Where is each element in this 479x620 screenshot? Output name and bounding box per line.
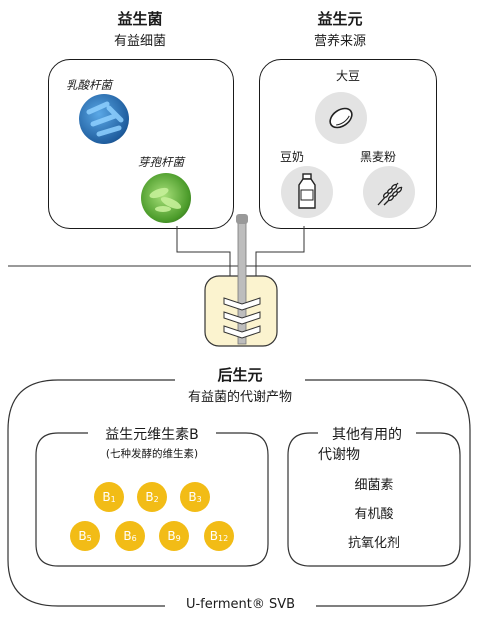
lactobacillus-image bbox=[79, 94, 129, 144]
soybean-label: 大豆 bbox=[335, 69, 360, 83]
probiotics-title: 益生菌 bbox=[117, 10, 163, 28]
rye-flour-label: 黑麦粉 bbox=[359, 150, 396, 164]
lactobacillus-label: 乳酸杆菌 bbox=[66, 78, 112, 92]
prebiotics-title: 益生元 bbox=[317, 10, 363, 28]
other-box-title-line1: 其他有用的 bbox=[332, 427, 402, 443]
probiotics-subtitle: 有益细菌 bbox=[113, 34, 166, 49]
soymilk-label: 豆奶 bbox=[279, 150, 304, 164]
soymilk-bottle-icon bbox=[281, 166, 333, 218]
other-metabolites-list: 细菌素 有机酸 抗氧化剂 bbox=[288, 470, 460, 570]
other-box-title-line2: 代谢物 bbox=[318, 447, 360, 463]
postbiotics-subtitle: 有益菌的代谢产物 bbox=[187, 390, 292, 405]
list-item: 有机酸 bbox=[354, 507, 394, 522]
list-item: 细菌素 bbox=[354, 478, 394, 493]
list-item: 抗氧化剂 bbox=[347, 536, 400, 551]
brand-label: U-ferment® SVB bbox=[185, 597, 296, 612]
vitamin-box-subtitle: (七种发酵的维生素) bbox=[105, 448, 199, 460]
prebiotics-subtitle: 营养来源 bbox=[313, 34, 366, 49]
bacillus-label: 芽孢杆菌 bbox=[138, 155, 184, 169]
soybean-icon bbox=[315, 92, 367, 144]
postbiotics-title: 后生元 bbox=[217, 366, 263, 384]
wheat-icon bbox=[363, 166, 415, 218]
connector-lines bbox=[8, 214, 471, 347]
bacillus-image bbox=[141, 173, 191, 223]
vitamin-box-title: 益生元维生素B bbox=[105, 427, 199, 443]
postbiotics-frame bbox=[7, 379, 471, 607]
